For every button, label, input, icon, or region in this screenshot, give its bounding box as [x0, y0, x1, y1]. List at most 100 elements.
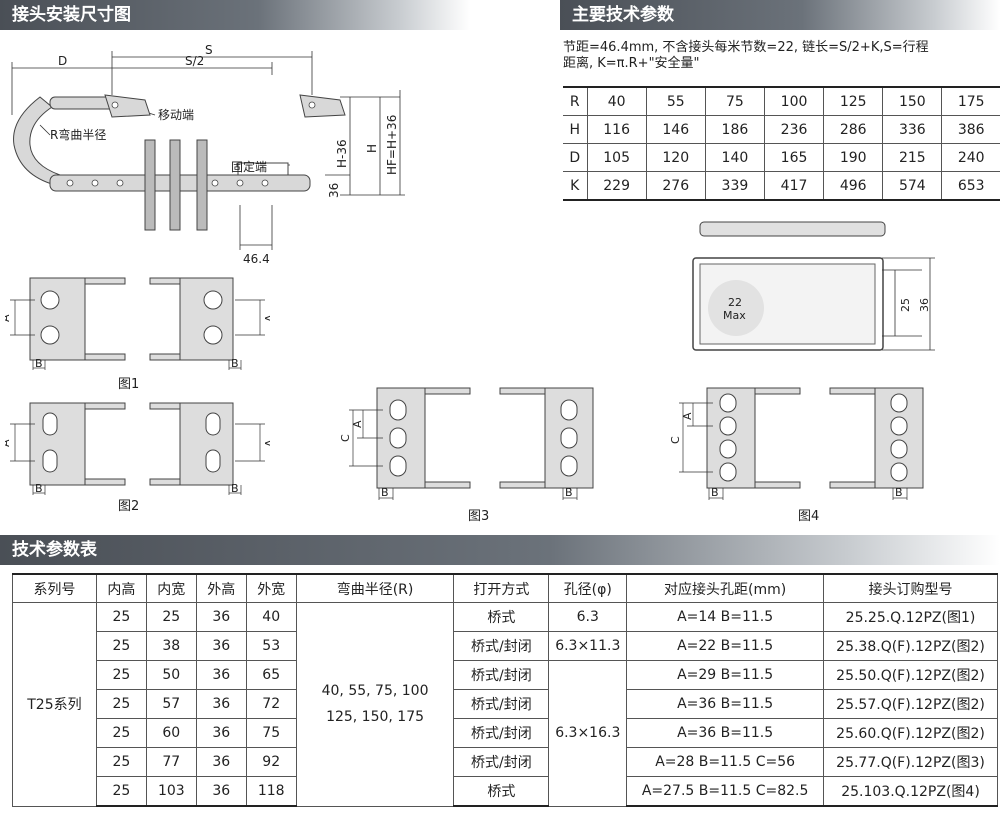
dim-cell: 25 — [95, 747, 147, 777]
order-cell: 25.38.Q(F).12PZ(图2) — [823, 631, 998, 661]
spacing-cell: A=36 B=11.5 — [626, 718, 824, 748]
param-value: 186 — [704, 115, 765, 144]
dim-cell: 92 — [245, 747, 297, 777]
dim-cell: 25 — [95, 660, 147, 690]
open-type-cell: 桥式 — [453, 776, 550, 807]
fig1-b-left: B — [35, 357, 43, 370]
param-value: 140 — [704, 143, 765, 172]
fig4-a: A — [681, 412, 694, 420]
order-cell: 25.25.Q.12PZ(图1) — [823, 602, 998, 632]
fig4-b-right: B — [895, 486, 903, 499]
fig3-b-left: B — [381, 486, 389, 499]
dim-cell: 25 — [95, 602, 147, 632]
fig2-b-right: B — [231, 482, 239, 495]
inner-height-label: 25 — [899, 298, 912, 312]
spacing-cell: A=29 B=11.5 — [626, 660, 824, 690]
h36-label: H-36 — [335, 139, 349, 168]
radius-line-1: 40, 55, 75, 100 — [321, 683, 429, 700]
spacing-cell: A=22 B=11.5 — [626, 631, 824, 661]
param-value: 100 — [763, 86, 825, 116]
param-value: 120 — [645, 143, 706, 172]
fig4-caption: 图4 — [798, 509, 820, 524]
radius-line-2: 125, 150, 175 — [326, 709, 425, 726]
h-label: H — [365, 144, 379, 153]
moving-end-label: 移动端 — [158, 108, 194, 122]
dim-s-half-label: S/2 — [185, 54, 204, 68]
open-type-cell: 桥式 — [453, 602, 550, 632]
param-value: 55 — [645, 86, 706, 116]
dim-cell: 25 — [95, 689, 147, 719]
dim-cell: 72 — [245, 689, 297, 719]
order-cell: 25.57.Q(F).12PZ(图2) — [823, 689, 998, 719]
dim-cell: 50 — [145, 660, 197, 690]
order-cell: 25.103.Q.12PZ(图4) — [823, 776, 998, 807]
dim-s-label: S — [205, 43, 213, 57]
param-value: 574 — [882, 171, 943, 201]
spec-header-row: 系列号 内高 内宽 外高 外宽 弯曲半径(R) 打开方式 孔径(φ) 对应接头孔… — [12, 573, 998, 603]
param-value: 336 — [882, 115, 943, 144]
fig2-drawing: A A B B — [5, 402, 270, 495]
param-value: 105 — [586, 143, 647, 172]
order-cell: 25.77.Q(F).12PZ(图3) — [823, 747, 998, 777]
param-value: 175 — [941, 86, 1000, 116]
param-value: 215 — [882, 143, 943, 172]
param-value: 75 — [704, 86, 765, 116]
dim-cell: 57 — [145, 689, 197, 719]
fig2-caption: 图2 — [118, 499, 140, 514]
fig4-b-left: B — [711, 486, 719, 499]
tech-table-banner: 技术参数表 — [0, 535, 1000, 565]
spacing-cell: A=28 B=11.5 C=56 — [626, 747, 824, 777]
param-value: 339 — [704, 171, 765, 201]
th-inner-h: 内高 — [95, 573, 147, 603]
th-order: 接头订购型号 — [823, 573, 998, 603]
param-value: 417 — [763, 171, 825, 201]
bend-radius-label: R弯曲半径 — [50, 127, 106, 142]
param-value: 653 — [941, 171, 1000, 201]
param-value: 229 — [586, 171, 647, 201]
fig2-a-right: A — [263, 439, 270, 447]
spacing-cell: A=27.5 B=11.5 C=82.5 — [626, 776, 824, 807]
param-value: 40 — [586, 86, 647, 116]
fig1-caption: 图1 — [118, 377, 140, 392]
fixed-end-label: 固定端 — [231, 159, 267, 174]
fig4-drawing: C A B B — [669, 387, 924, 500]
param-value: 116 — [586, 115, 647, 144]
fig3-drawing: C A B B — [339, 387, 594, 500]
param-value: 190 — [823, 143, 884, 172]
d36-label: 36 — [327, 183, 341, 198]
order-cell: 25.50.Q(F).12PZ(图2) — [823, 660, 998, 690]
main-params-banner: 主要技术参数 — [560, 0, 1000, 30]
param-label: R — [563, 86, 588, 116]
dim-cell: 75 — [245, 718, 297, 748]
max-bottom-label: Max — [723, 309, 746, 322]
th-open: 打开方式 — [453, 573, 550, 603]
series-cell: T25系列 — [12, 602, 97, 807]
dim-cell: 53 — [245, 631, 297, 661]
intro-line-2: 距离, K=π.R+"安全量" — [563, 56, 700, 71]
chain-dimension-drawing: D S S/2 移动端 R弯曲半径 固定端 46.4 H-36 H HF=H+3… — [11, 43, 405, 266]
param-value: 236 — [763, 115, 825, 144]
dim-cell: 36 — [195, 689, 247, 719]
hole-cell: 6.3×11.3 — [548, 631, 628, 661]
param-value: 125 — [823, 86, 884, 116]
open-type-cell: 桥式/封闭 — [453, 631, 550, 661]
open-type-cell: 桥式/封闭 — [453, 689, 550, 719]
open-type-cell: 桥式/封闭 — [453, 747, 550, 777]
th-outer-w: 外宽 — [245, 573, 297, 603]
th-hole: 孔径(φ) — [548, 573, 628, 603]
fig3-c: C — [339, 434, 352, 442]
param-value: 286 — [823, 115, 884, 144]
fig1-a-right: A — [263, 314, 270, 322]
dim-cell: 77 — [145, 747, 197, 777]
th-outer-h: 外高 — [195, 573, 247, 603]
dim-cell: 38 — [145, 631, 197, 661]
dim-cell: 40 — [245, 602, 297, 632]
spacing-cell: A=14 B=11.5 — [626, 602, 824, 632]
dim-cell: 25 — [95, 718, 147, 748]
